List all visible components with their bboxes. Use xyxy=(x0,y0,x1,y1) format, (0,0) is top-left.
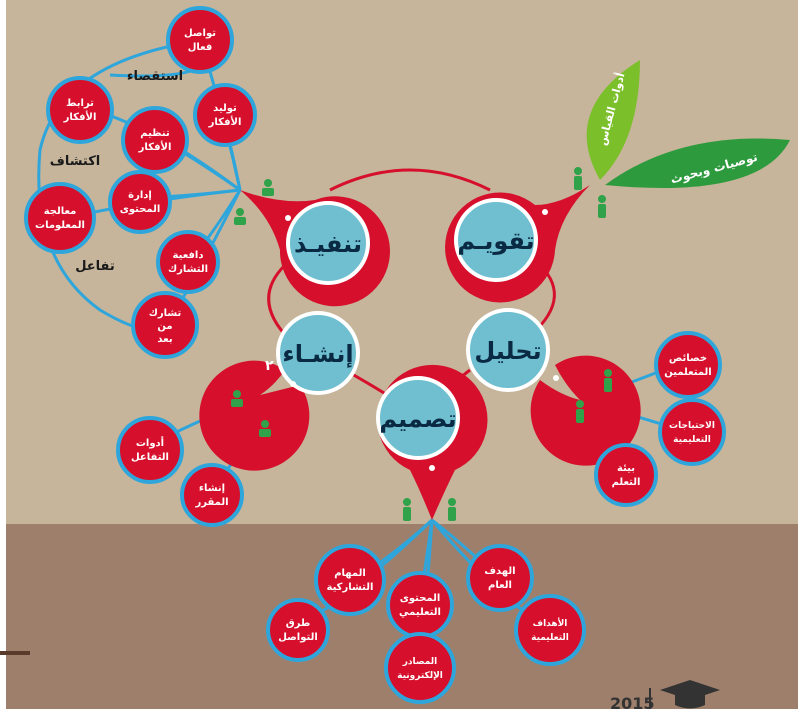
svg-text:التفاعل: التفاعل xyxy=(131,452,169,463)
svg-text:المعلومات: المعلومات xyxy=(35,220,85,231)
svg-text:الأهداف: الأهداف xyxy=(533,617,568,629)
phase-evaluate-label: تقويـم xyxy=(457,227,534,255)
analyze-item-2: بيئة التعلم xyxy=(594,443,658,507)
svg-text:التشارك: التشارك xyxy=(168,264,208,275)
svg-text:الأفكار: الأفكار xyxy=(63,110,97,123)
left-border xyxy=(0,0,6,709)
person-icon xyxy=(576,400,584,423)
person-icon xyxy=(403,498,411,521)
analyze-item-1: الاحتياجات التعليمية xyxy=(658,398,726,466)
implement-item-5: معالجة المعلومات xyxy=(24,182,96,254)
phase-evaluate: تقويـم xyxy=(445,185,590,303)
phase-design: تصميم xyxy=(376,364,488,520)
person-icon xyxy=(259,420,271,437)
svg-text:المحتوى: المحتوى xyxy=(120,204,161,215)
svg-text:معالجة: معالجة xyxy=(44,206,77,217)
svg-text:المقرر: المقرر xyxy=(194,497,228,508)
graduation-cap-logo: 2015 xyxy=(610,680,720,709)
design-item-2: الهدف العام xyxy=(466,544,534,612)
phase-create-label: إنشـاء xyxy=(282,340,353,368)
design-item-5: الأهداف التعليمية xyxy=(514,594,586,666)
implement-item-0: تواصل فعال xyxy=(166,6,234,74)
leaf-recommendations xyxy=(605,138,790,188)
svg-text:المحتوى: المحتوى xyxy=(400,593,441,604)
person-icon xyxy=(448,498,456,521)
phase-design-label: تصميم xyxy=(379,405,456,433)
group-label-investigation: استقصاء xyxy=(127,69,183,84)
svg-text:تشارك: تشارك xyxy=(149,308,182,319)
svg-text:فعال: فعال xyxy=(188,42,213,53)
svg-text:الاحتياجات: الاحتياجات xyxy=(669,421,715,431)
phase-sun-marks xyxy=(285,209,559,471)
svg-text:طرق: طرق xyxy=(286,618,311,629)
person-icon xyxy=(598,195,606,218)
svg-text:الهدف: الهدف xyxy=(484,566,515,577)
svg-text:أدوات: أدوات xyxy=(136,436,164,449)
svg-text:تنظيم: تنظيم xyxy=(140,128,170,139)
person-icon xyxy=(604,369,612,392)
svg-text:تواصل: تواصل xyxy=(184,28,216,39)
svg-text:التعليمي: التعليمي xyxy=(399,607,441,618)
svg-text:بيئة: بيئة xyxy=(617,463,635,474)
person-icon xyxy=(231,390,243,407)
phase-implement-label: تنفيـذ xyxy=(294,230,362,258)
implement-item-7: تشارك من بعد xyxy=(131,291,199,359)
logo-year: 2015 xyxy=(610,694,655,709)
implement-item-4: إدارة المحتوى xyxy=(108,170,172,234)
design-item-3: طرق التواصل xyxy=(266,598,330,662)
svg-text:التواصل: التواصل xyxy=(278,632,318,643)
person-icons xyxy=(231,167,612,521)
svg-text:بعد: بعد xyxy=(157,334,172,345)
phase-analyze: تحليل xyxy=(466,308,641,466)
svg-text:التشاركية: التشاركية xyxy=(327,582,374,593)
implement-item-3: تنظيم الأفكار xyxy=(121,106,189,174)
implement-item-2: ترابط الأفكار xyxy=(46,76,114,144)
svg-text:التعليمية: التعليمية xyxy=(673,435,711,445)
create-item-0: أدوات التفاعل xyxy=(116,416,184,484)
svg-text:التعلم: التعلم xyxy=(612,477,641,488)
design-item-4: المصادر الإلكترونية xyxy=(384,632,456,704)
svg-text:ترابط: ترابط xyxy=(66,98,94,109)
svg-text:المتعلمين: المتعلمين xyxy=(664,367,711,378)
analyze-item-0: خصائص المتعلمين xyxy=(654,331,722,399)
svg-text:الإلكترونية: الإلكترونية xyxy=(397,671,443,681)
person-icon xyxy=(574,167,582,190)
phase-implement: تنفيـذ xyxy=(240,190,390,307)
design-item-0: المهام التشاركية xyxy=(314,544,386,616)
implement-item-1: توليد الأفكار xyxy=(193,83,257,147)
svg-text:المصادر: المصادر xyxy=(402,657,438,667)
svg-text:الأفكار: الأفكار xyxy=(138,140,172,153)
svg-text:دافعية: دافعية xyxy=(173,250,204,261)
svg-text:المهام: المهام xyxy=(334,568,366,579)
implement-item-6: دافعية التشارك xyxy=(156,230,220,294)
group-label-interaction: تفاعل xyxy=(75,259,115,274)
group-label-discovery: اكتشاف xyxy=(50,154,101,169)
svg-text:التعليمية: التعليمية xyxy=(531,633,569,643)
svg-text:خصائص: خصائص xyxy=(669,353,707,364)
phase-create: إنشـاء ٢ xyxy=(199,311,360,471)
phase-analyze-label: تحليل xyxy=(474,337,541,365)
person-icon xyxy=(234,208,246,225)
design-item-1: المحتوى التعليمي xyxy=(386,571,454,639)
svg-text:توليد: توليد xyxy=(213,103,237,114)
svg-text:إدارة: إدارة xyxy=(128,190,152,201)
svg-text:إنشاء: إنشاء xyxy=(199,483,225,494)
bottom-left-dash xyxy=(0,651,30,655)
leaf-measurement-tools xyxy=(586,60,640,180)
svg-text:الأفكار: الأفكار xyxy=(208,115,242,128)
person-icon xyxy=(262,179,274,196)
create-item-1: إنشاء المقرر xyxy=(180,463,244,527)
svg-text:من: من xyxy=(157,321,172,332)
create-number: ٢ xyxy=(265,358,274,374)
svg-text:العام: العام xyxy=(488,580,512,591)
